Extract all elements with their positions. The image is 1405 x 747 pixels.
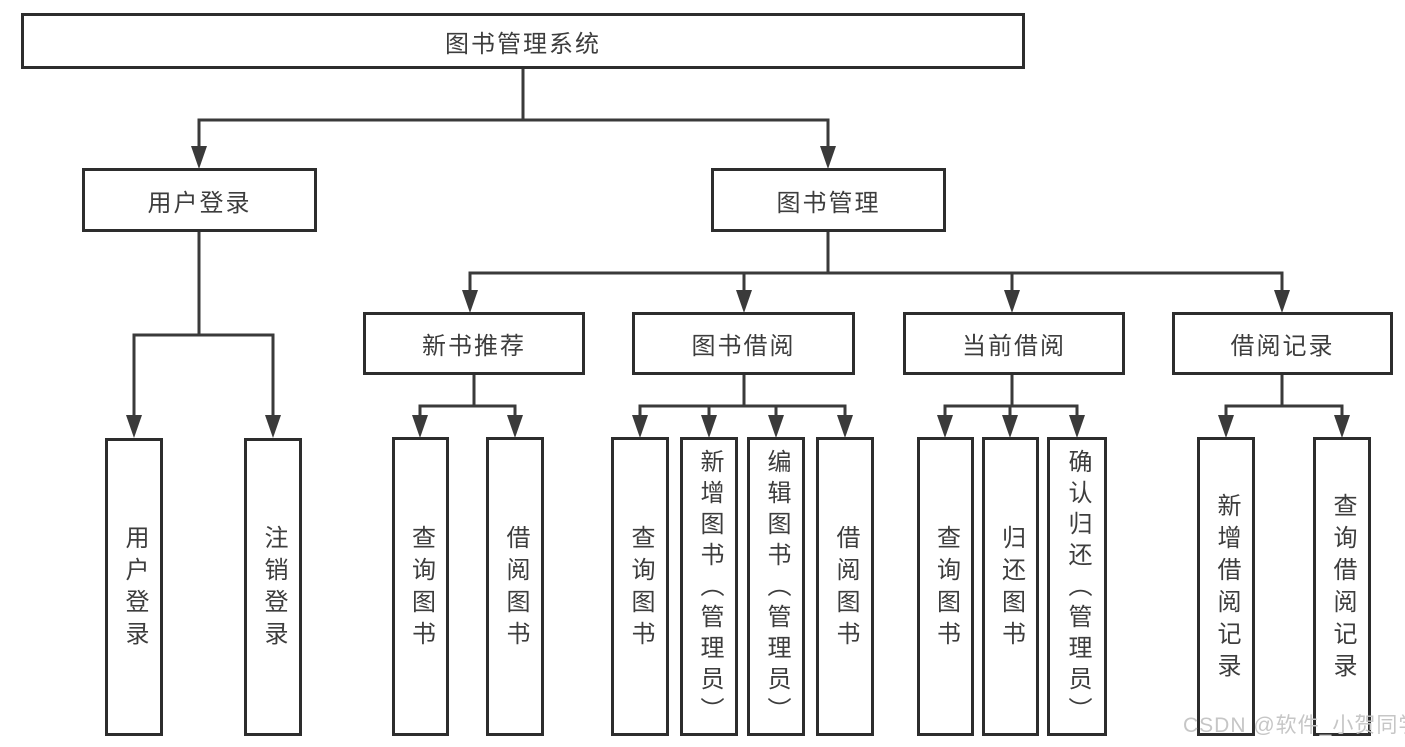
arrowhead — [736, 290, 752, 313]
arrowhead — [820, 146, 836, 169]
node-root-library-management-system: 图书管理系统 — [21, 13, 1025, 69]
arrowhead — [701, 415, 717, 438]
leaf-borrow-query-books: 查询图书 — [611, 437, 669, 736]
arrowhead — [1274, 290, 1290, 313]
arrowhead — [507, 415, 523, 438]
connector-user-login-group — [126, 232, 281, 438]
node-book-management: 图书管理 — [711, 168, 946, 232]
connector-book-management-to-level3 — [462, 232, 1290, 313]
arrowhead — [191, 146, 207, 169]
arrowhead — [937, 415, 953, 438]
leaf-current-query-books: 查询图书 — [917, 437, 974, 736]
arrowhead — [1334, 415, 1350, 438]
arrowhead — [462, 290, 478, 313]
leaf-borrow-borrow-books: 借阅图书 — [816, 437, 874, 736]
node-user-login: 用户登录 — [82, 168, 317, 232]
leaf-current-confirm-return-admin: 确认归还（管理员） — [1047, 437, 1107, 736]
arrowhead — [1002, 415, 1018, 438]
leaf-logout: 注销登录 — [244, 438, 302, 736]
arrowhead — [632, 415, 648, 438]
connector-borrow-records-group — [1218, 375, 1350, 438]
connector-new-book-group — [412, 375, 523, 438]
leaf-borrow-add-books-admin: 新增图书（管理员） — [680, 437, 738, 736]
arrowhead — [265, 415, 281, 438]
arrowhead — [1004, 290, 1020, 313]
connector-current-borrow-group — [937, 375, 1085, 438]
leaf-newbook-borrow-books: 借阅图书 — [486, 437, 544, 736]
node-book-borrow: 图书借阅 — [632, 312, 855, 375]
connector-root-to-level2 — [191, 69, 836, 169]
node-borrow-records: 借阅记录 — [1172, 312, 1393, 375]
leaf-records-add-record: 新增借阅记录 — [1197, 437, 1255, 736]
leaf-user-login: 用户登录 — [105, 438, 163, 736]
leaf-borrow-edit-books-admin: 编辑图书（管理员） — [747, 437, 805, 736]
arrowhead — [412, 415, 428, 438]
arrowhead — [837, 415, 853, 438]
node-new-book-recommend: 新书推荐 — [363, 312, 585, 375]
node-current-borrow: 当前借阅 — [903, 312, 1125, 375]
leaf-current-return-books: 归还图书 — [982, 437, 1039, 736]
arrowhead — [1069, 415, 1085, 438]
arrowhead — [126, 415, 142, 438]
leaf-newbook-query-books: 查询图书 — [392, 437, 449, 736]
arrowhead — [1218, 415, 1234, 438]
leaf-records-query-record: 查询借阅记录 — [1313, 437, 1371, 736]
csdn-watermark: CSDN @软件_小贺同学 — [1183, 714, 1405, 737]
arrowhead — [768, 415, 784, 438]
connector-book-borrow-group — [632, 375, 853, 438]
